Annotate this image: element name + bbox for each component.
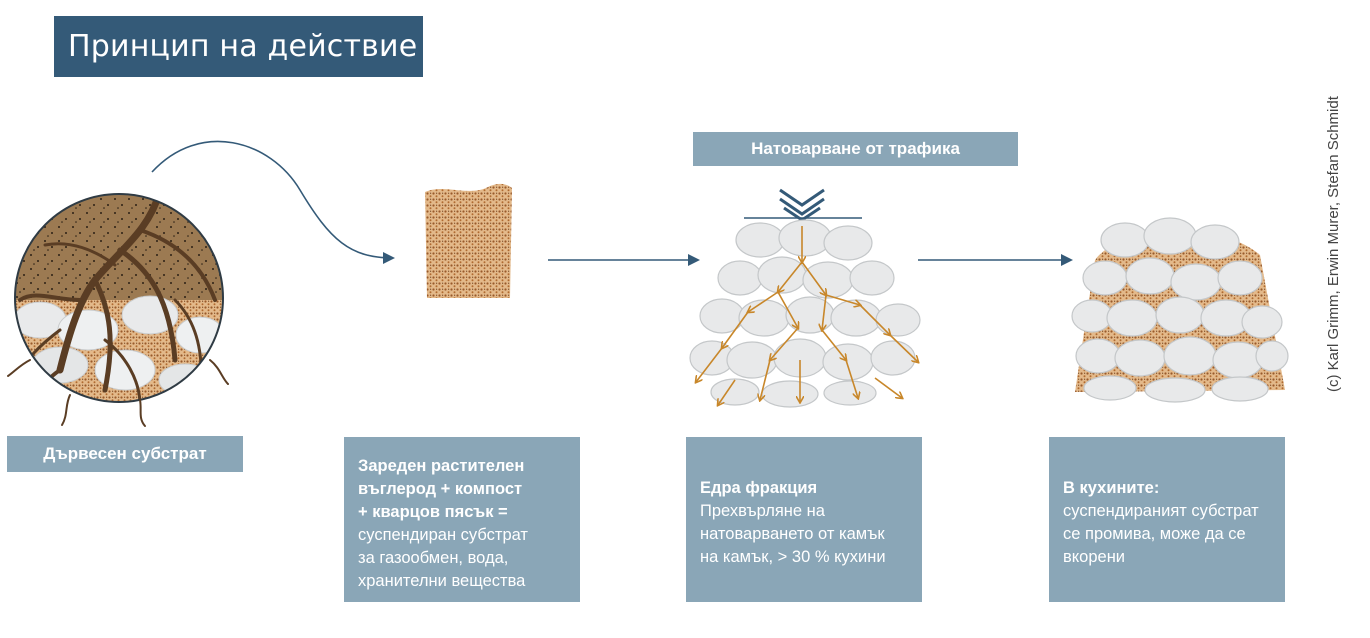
tree-substrate-label: Дървесен субстрат (7, 436, 243, 472)
card-3-line-3: вкорени (1063, 548, 1126, 566)
card-1-line-3: хранителни вещества (358, 572, 526, 590)
card-2-line-3: на камък, > 30 % кухини (700, 548, 886, 566)
page-title: Принцип на действие (54, 16, 423, 77)
coarse-fraction-stone-pile (689, 188, 921, 408)
card-2-bold-1: Едра фракция (700, 479, 818, 497)
card-3-line-2: се промива, може да се (1063, 525, 1246, 543)
card-in-voids: В кухините: суспендираният субстрат се п… (1049, 437, 1285, 602)
tree-substrate-illustration (7, 193, 229, 427)
suspended-substrate-sample (425, 183, 512, 298)
traffic-load-label: Натоварване от трафика (693, 132, 1018, 166)
card-1-line-2: за газообмен, вода, (358, 549, 509, 567)
card-1-bold-3: + кварцов пясък = (358, 503, 508, 521)
card-1-bold-1: Зареден растителен (358, 457, 525, 475)
card-1-bold-2: въглерод + компост (358, 480, 523, 498)
curved-flow-arrow (151, 140, 395, 264)
voids-stone-pile (1071, 217, 1289, 403)
card-2-line-1: Прехвърляне на (700, 502, 825, 520)
card-substrate-mix: Зареден растителен въглерод + компост + … (344, 437, 580, 602)
card-3-line-1: суспендираният субстрат (1063, 502, 1259, 520)
card-3-bold-1: В кухините: (1063, 479, 1160, 497)
card-1-line-1: суспендиран субстрат (358, 526, 528, 544)
card-coarse-fraction: Едра фракция Прехвърляне на натоварванет… (686, 437, 922, 602)
card-2-line-2: натоварването от камък (700, 525, 885, 543)
